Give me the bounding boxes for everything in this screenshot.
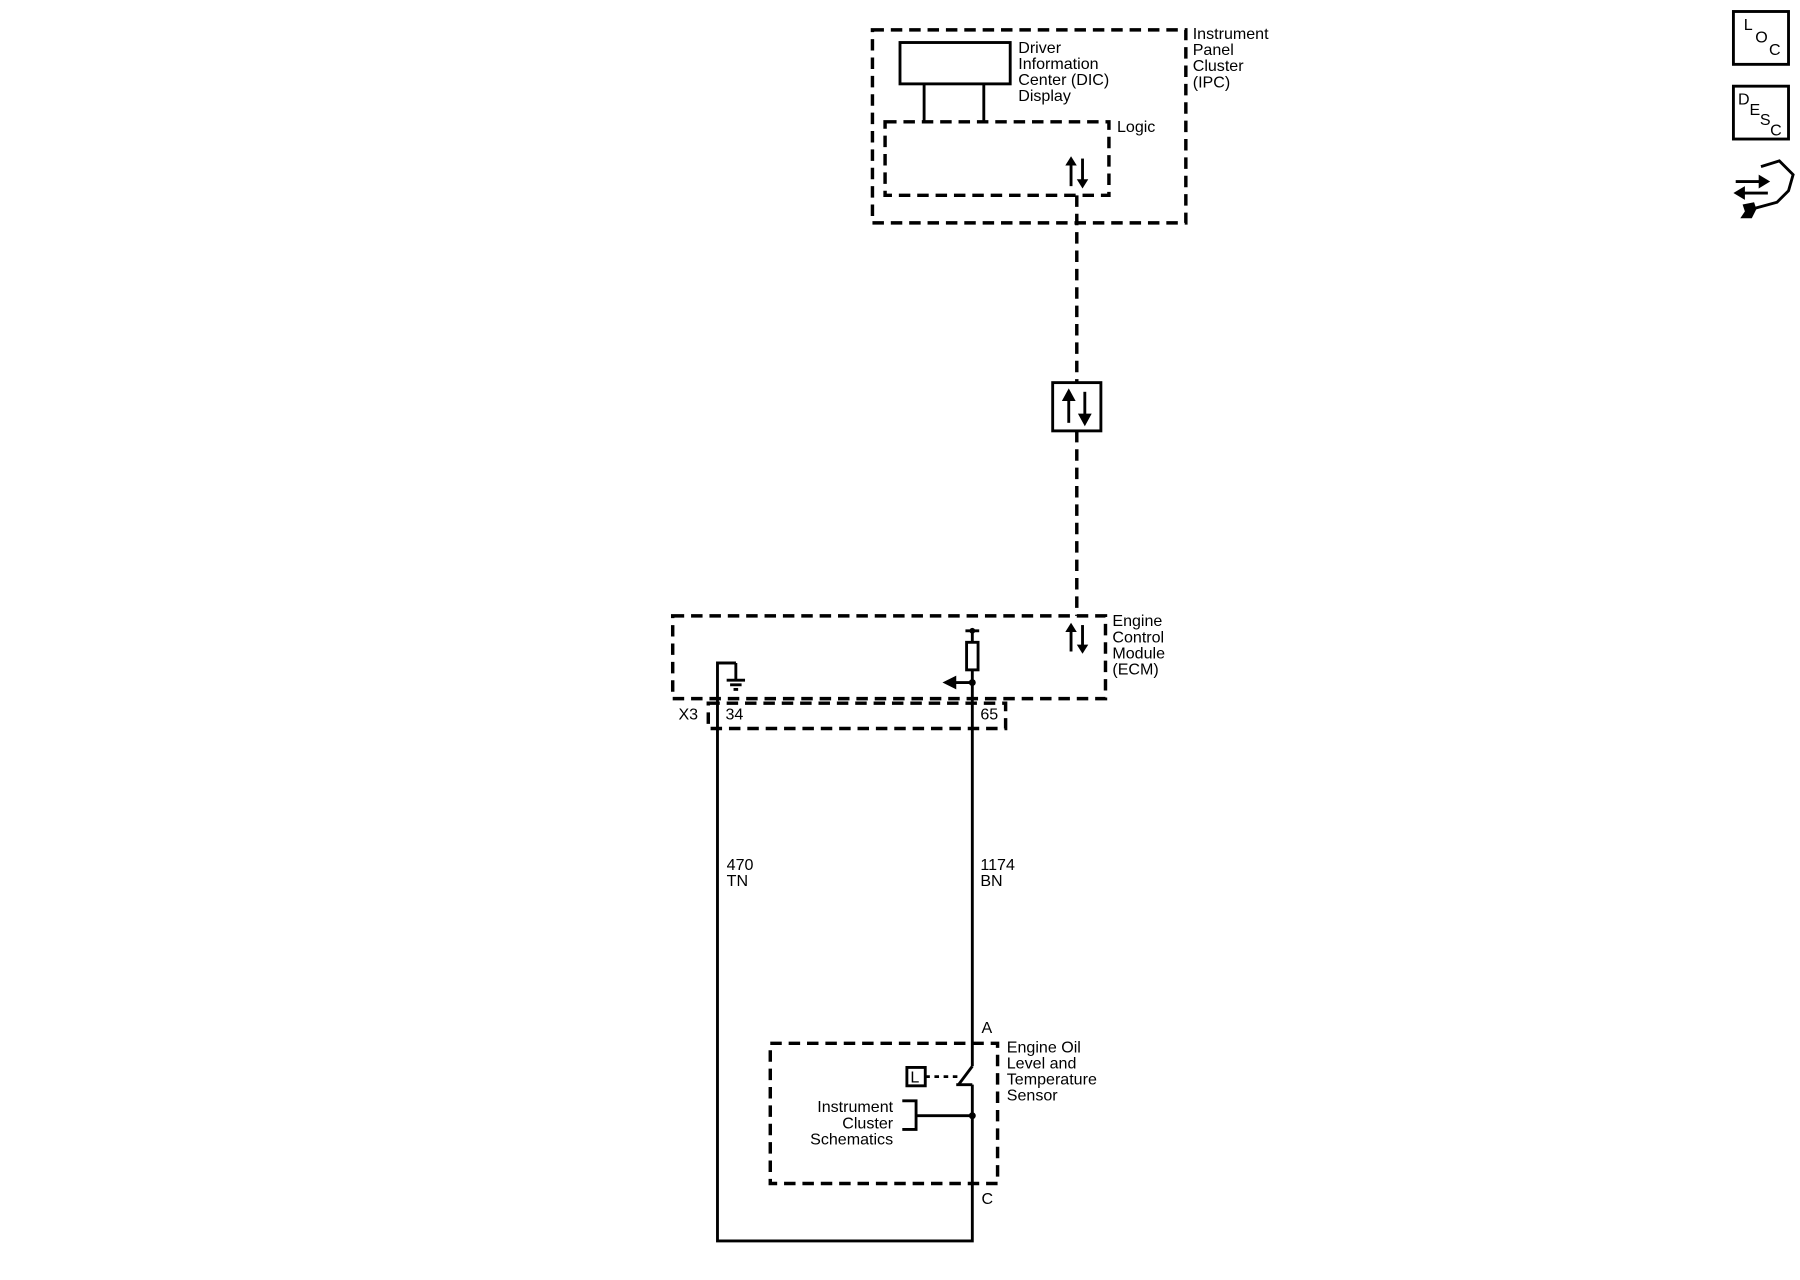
ecm-connector-label: X3 (678, 705, 698, 723)
level-sensor-letter: L (910, 1068, 919, 1086)
ecm-pin-34-label: 34 (726, 705, 744, 723)
ipc-module: Driver Information Center (DIC) Display … (870, 25, 1269, 225)
ecm-label-line-2: Control (1112, 628, 1164, 646)
sensor-label-line-3: Temperature (1007, 1071, 1097, 1089)
dic-label-line-1: Driver (1018, 39, 1061, 57)
ecm-internal-ground-icon (717, 661, 746, 691)
sensor-pin-c-label: C (982, 1190, 994, 1208)
ecm-pull-up-resistor-icon (965, 627, 980, 683)
loc-letter-3: C (1769, 41, 1781, 59)
ipc-label-line-3: Cluster (1193, 57, 1245, 75)
serial-data-arrows-icon (1061, 388, 1092, 427)
serial-data-link (1051, 195, 1103, 616)
ecm-connector-x3-boundary (706, 701, 1008, 731)
ipc-logic-label: Logic (1117, 118, 1155, 136)
sensor-boundary (768, 1041, 1000, 1186)
ipc-module-boundary (870, 28, 1188, 225)
ipc-logic-boundary (883, 120, 1111, 198)
circuit-470-number: 470 (727, 856, 754, 874)
circuit-1174-number: 1174 (980, 856, 1015, 874)
ecm-label-line-3: Module (1112, 644, 1165, 662)
oil-level-temp-sensor: Engine Oil Level and Temperature Sensor … (768, 1019, 1097, 1208)
level-sensor-icon: L (905, 1065, 927, 1088)
ecm-module: Engine Control Module (ECM) (670, 612, 1165, 731)
ecm-serial-data-arrows-icon (1065, 622, 1089, 654)
dic-label-line-2: Information (1018, 55, 1098, 73)
dic-label-line-3: Center (DIC) (1018, 71, 1109, 89)
circuit-470-color: TN (727, 872, 748, 890)
desc-letter-4: C (1770, 122, 1782, 140)
reference-line-2[interactable]: Cluster (842, 1114, 894, 1132)
circuit-1174-color: BN (980, 872, 1002, 890)
dic-display-symbol (898, 41, 1012, 86)
reference-line-3[interactable]: Schematics (810, 1130, 893, 1148)
repair-procedure-icon[interactable] (1733, 159, 1795, 219)
desc-letter-2: E (1749, 101, 1760, 119)
ipc-label-line-2: Panel (1193, 41, 1234, 59)
circuit-1174-wire: 1174 BN (970, 682, 1015, 1067)
reference-line-1[interactable]: Instrument (817, 1098, 893, 1116)
ipc-serial-data-arrows-icon (1065, 156, 1089, 189)
desc-icon[interactable]: D E S C (1731, 84, 1790, 141)
loc-letter-2: O (1755, 29, 1767, 47)
circuit-470-wire: 470 TN (716, 661, 974, 1243)
sensor-label-line-2: Level and (1007, 1055, 1077, 1073)
ipc-label-line-4: (IPC) (1193, 73, 1230, 91)
desc-letter-3: S (1760, 111, 1771, 129)
ecm-label-line-1: Engine (1112, 612, 1162, 630)
loc-icon[interactable]: L O C (1731, 10, 1790, 66)
sensor-pin-a-label: A (982, 1019, 993, 1037)
oil-level-switch-icon (956, 1065, 976, 1184)
dic-label-line-4: Display (1018, 87, 1071, 105)
sensor-label-line-1: Engine Oil (1007, 1038, 1081, 1056)
serial-data-symbol (1051, 381, 1103, 433)
ecm-pin-65-label: 65 (980, 705, 998, 723)
loc-letter-1: L (1744, 16, 1753, 34)
sensor-label-line-4: Sensor (1007, 1087, 1059, 1105)
desc-letter-1: D (1738, 91, 1750, 109)
ecm-signal-input-arrow-icon (942, 675, 976, 690)
instrument-cluster-reference[interactable]: Instrument Cluster Schematics (810, 1098, 973, 1148)
ecm-label-line-4: (ECM) (1112, 660, 1158, 678)
ipc-label-line-1: Instrument (1193, 25, 1269, 43)
